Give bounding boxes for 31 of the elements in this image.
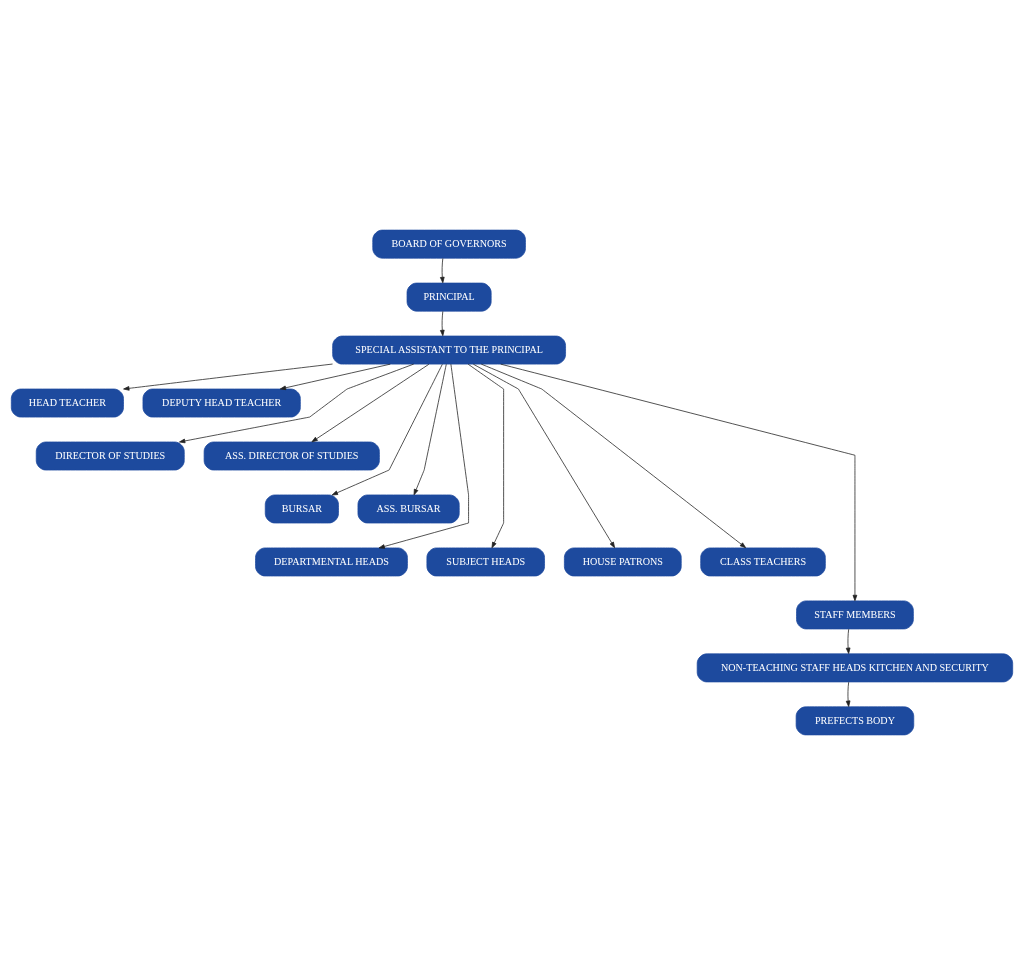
arrow bbox=[845, 681, 851, 707]
node-box: DEPARTMENTAL HEADS bbox=[255, 547, 408, 577]
arrow bbox=[480, 363, 747, 549]
arrow bbox=[279, 363, 391, 391]
arrow bbox=[845, 628, 851, 654]
node-box: NON-TEACHING STAFF HEADS KITCHEN AND SECURITY bbox=[696, 653, 1014, 683]
arrow bbox=[311, 363, 430, 443]
node-box: DEPUTY HEAD TEACHER bbox=[142, 388, 301, 418]
node-box: SUBJECT HEADS bbox=[426, 547, 545, 577]
node-box: CLASS TEACHERS bbox=[700, 547, 826, 577]
arrow bbox=[331, 363, 443, 496]
arrow bbox=[378, 363, 469, 549]
node-box: DIRECTOR OF STUDIES bbox=[35, 441, 185, 471]
node-box: STAFF MEMBERS bbox=[796, 600, 914, 630]
node-box: PREFECTS BODY bbox=[795, 706, 915, 736]
arrow bbox=[440, 311, 445, 337]
node-box: HEAD TEACHER bbox=[10, 388, 124, 418]
node-box: ASS. DIRECTOR OF STUDIES bbox=[203, 441, 380, 471]
arrow bbox=[440, 258, 445, 284]
arrow bbox=[179, 363, 415, 444]
arrow bbox=[123, 363, 333, 391]
node-box: BOARD OF GOVERNORS bbox=[372, 229, 526, 259]
node-box: BURSAR bbox=[264, 494, 339, 524]
node-box: ASS. BURSAR bbox=[357, 494, 460, 524]
node-box: PRINCIPAL bbox=[406, 282, 492, 312]
arrow bbox=[413, 363, 447, 496]
arrow bbox=[472, 363, 615, 549]
node-box: HOUSE PATRONS bbox=[564, 547, 682, 577]
arrow bbox=[467, 363, 504, 549]
node-box: SPECIAL ASSISTANT TO THE PRINCIPAL bbox=[332, 335, 566, 365]
arrow bbox=[500, 363, 858, 602]
